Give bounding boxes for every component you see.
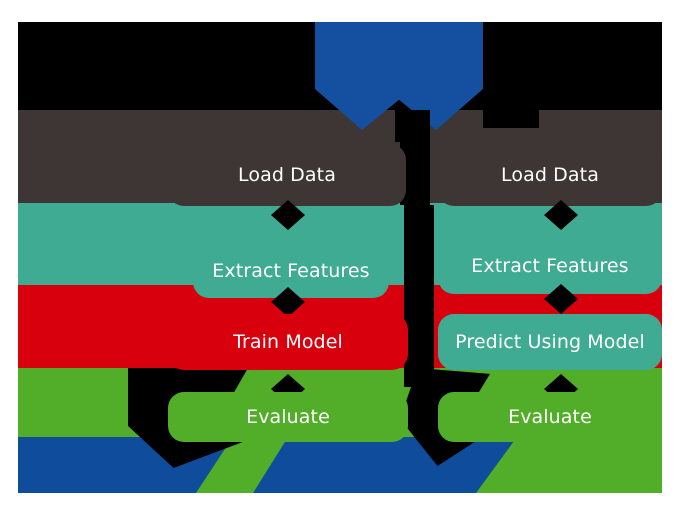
node-label: Load Data xyxy=(501,164,599,186)
node-label: Predict Using Model xyxy=(455,331,645,353)
node-evaluate-prediction[interactable]: Evaluate xyxy=(438,392,662,442)
node-label: Extract Features xyxy=(471,255,629,277)
diagram-canvas: Load Data Extract Features Train Model E… xyxy=(18,22,662,493)
top-right-notch xyxy=(483,82,539,128)
node-evaluate-training[interactable]: Evaluate xyxy=(168,392,408,442)
node-load-data-prediction[interactable]: Load Data xyxy=(438,144,662,206)
node-label: Evaluate xyxy=(246,406,330,428)
column-gutter-mid xyxy=(404,205,434,387)
node-train-model[interactable]: Train Model xyxy=(168,314,408,370)
node-extract-features-prediction[interactable]: Extract Features xyxy=(438,238,662,294)
node-label: Extract Features xyxy=(212,260,370,282)
node-load-data-training[interactable]: Load Data xyxy=(168,144,406,206)
node-label: Train Model xyxy=(233,331,343,353)
node-label: Load Data xyxy=(238,164,336,186)
node-label: Evaluate xyxy=(508,406,592,428)
node-predict-using-model[interactable]: Predict Using Model xyxy=(438,314,662,370)
